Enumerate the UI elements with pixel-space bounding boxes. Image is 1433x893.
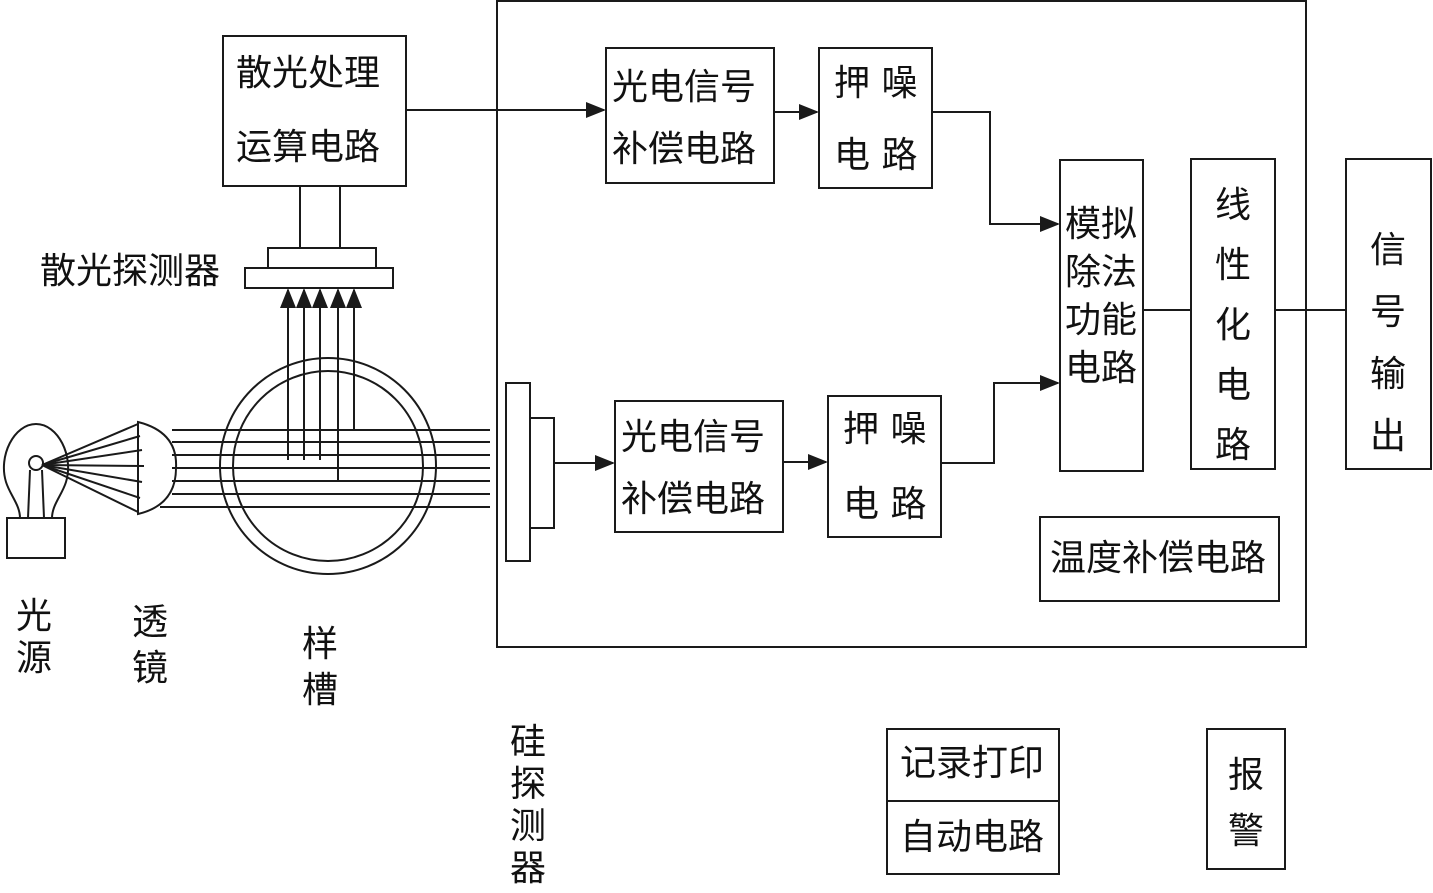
scatter-processing-circuit-label-1: 散光处理 [236,53,381,94]
recorder-label-2: 自动电路 [900,817,1045,858]
light-ray [41,464,141,499]
arrow-noise-to-divider-top [932,111,1060,232]
si-detector-plate [505,382,531,562]
noise-suppress-top-label-1: 押 噪 [834,63,918,104]
recorder-label-1: 记录打印 [900,743,1045,784]
bulb-wire [27,469,31,519]
analog-divider-label: 模拟除法功能电路 [1064,204,1137,389]
noise-suppress-top-box [818,47,933,189]
lens-label: 透镜 [131,602,168,689]
signal-output-label: 信号输出 [1369,230,1406,457]
temperature-compensation-box [1039,516,1280,602]
light-ray [41,423,139,466]
noise-suppress-bottom-box [827,395,942,538]
light-ray [41,435,141,466]
scatter-detector-top-plate [267,247,377,269]
bulb-filament [28,455,44,471]
pe-compensation-bottom-label-1: 光电信号 [621,417,766,458]
lens-shape [137,420,178,516]
noise-suppress-top-label-2: 电 路 [834,135,918,176]
light-ray [41,464,145,467]
scatter-detector-bottom-plate [244,267,394,289]
bulb-base [6,517,66,559]
bulb-glass [2,422,70,519]
light-ray [41,464,143,483]
sample-cell-inner [232,370,424,562]
light-source-label: 光源 [15,596,52,679]
pe-compensation-top-label-2: 补偿电路 [612,129,757,170]
light-ray [41,449,143,466]
scatter-processing-circuit-box [222,35,407,187]
si-detector-inner-plate [529,417,555,529]
sample-cell-label: 样槽 [301,624,338,711]
recorder-divider [886,800,1060,802]
pe-compensation-top-box [605,47,775,184]
alarm-label: 报警 [1227,755,1264,852]
bulb-wire [41,469,45,519]
noise-suppress-bottom-label-2: 电 路 [843,484,927,525]
temperature-compensation-label: 温度补偿电路 [1050,538,1267,579]
arrow-noise-to-divider-bottom [941,375,1060,464]
electronics-frame [496,0,1307,648]
sample-cell-outer [219,357,437,575]
silicon-detector-label: 硅探测器 [509,722,546,889]
signal-output-box [1345,158,1432,470]
scatter-processing-circuit-label-2: 运算电路 [236,127,381,168]
linearizer-label: 线性化电路 [1214,185,1251,466]
analog-divider-box [1059,159,1144,472]
light-ray [41,464,139,513]
scatter-detector-label: 散光探测器 [40,251,221,292]
linearizer-box [1190,158,1276,470]
alarm-box [1206,728,1286,870]
noise-suppress-bottom-label-1: 押 噪 [843,409,927,450]
pe-compensation-bottom-box [614,400,784,533]
pe-compensation-top-label-1: 光电信号 [612,67,757,108]
pe-compensation-bottom-label-2: 补偿电路 [621,479,766,520]
